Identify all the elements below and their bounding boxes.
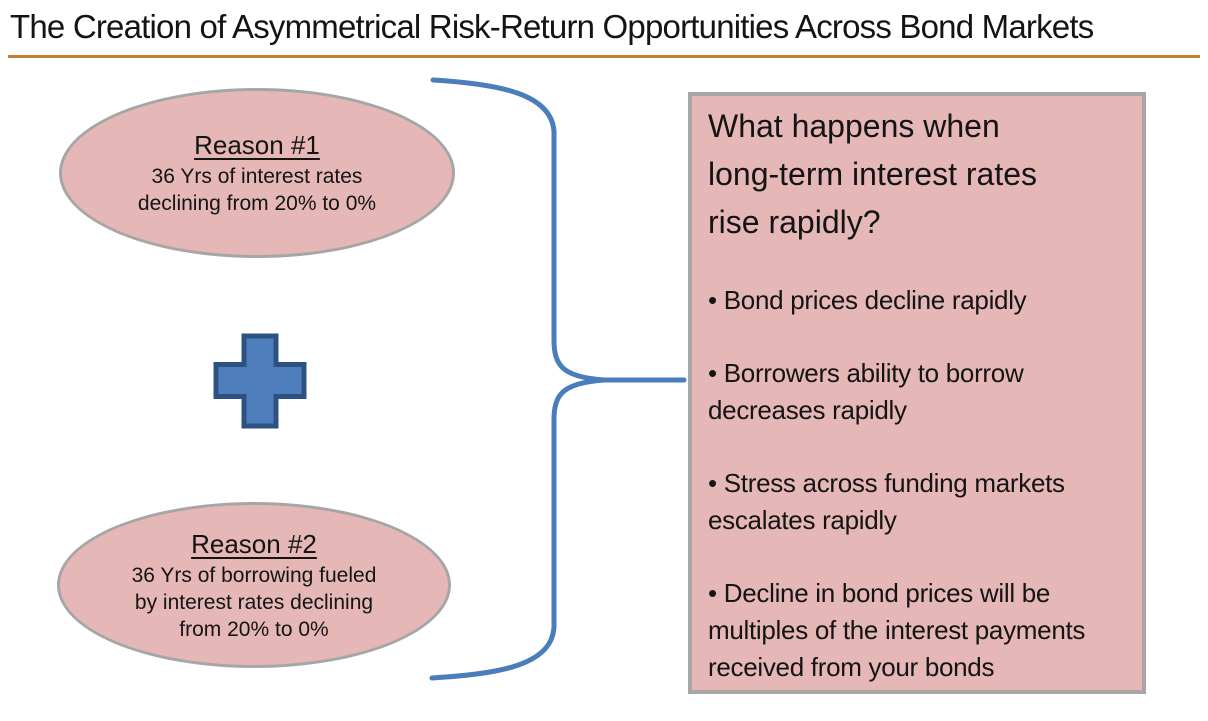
bullet-item: • Bond prices decline rapidly [708, 282, 1132, 319]
bullet-item: • Stress across funding markets escalate… [708, 465, 1132, 539]
result-box-heading: What happens when long-term interest rat… [708, 102, 1132, 246]
reason-1-heading: Reason #1 [194, 130, 320, 160]
result-box: What happens when long-term interest rat… [688, 92, 1146, 694]
bullet-text: Borrowers ability to borrow decreases ra… [708, 358, 1024, 425]
bullet-marker: • [708, 285, 717, 315]
bullet-marker: • [708, 578, 717, 608]
reason-1-line: declining from 20% to 0% [137, 192, 377, 215]
reason-2-ellipse: Reason #2 36 Yrs of borrowing fueled by … [57, 502, 451, 668]
bullet-text: Bond prices decline rapidly [723, 285, 1027, 315]
plus-icon [213, 333, 307, 429]
bullet-marker: • [708, 468, 717, 498]
curly-brace-connector [429, 77, 687, 681]
title-underline [8, 55, 1200, 58]
result-heading-line: rise rapidly? [708, 204, 881, 240]
bullet-marker: • [708, 358, 717, 388]
reason-2-heading: Reason #2 [191, 528, 317, 559]
reason-1-line: 36 Yrs of interest rates [151, 165, 363, 188]
reason-2-line: by interest rates declining [134, 590, 374, 614]
bullet-text: Decline in bond prices will be multiples… [708, 578, 1086, 682]
reason-1-ellipse: Reason #1 36 Yrs of interest rates decli… [59, 88, 455, 258]
bullet-item: • Borrowers ability to borrow decreases … [708, 355, 1132, 429]
bullet-item: • Decline in bond prices will be multipl… [708, 575, 1132, 686]
result-heading-line: long-term interest rates [708, 156, 1038, 192]
reason-2-line: 36 Yrs of borrowing fueled [131, 563, 377, 587]
page-title: The Creation of Asymmetrical Risk-Return… [10, 8, 1094, 45]
reason-2-line: from 20% to 0% [179, 617, 329, 641]
bullet-text: Stress across funding markets escalates … [708, 468, 1065, 535]
result-heading-line: What happens when [708, 108, 1000, 144]
